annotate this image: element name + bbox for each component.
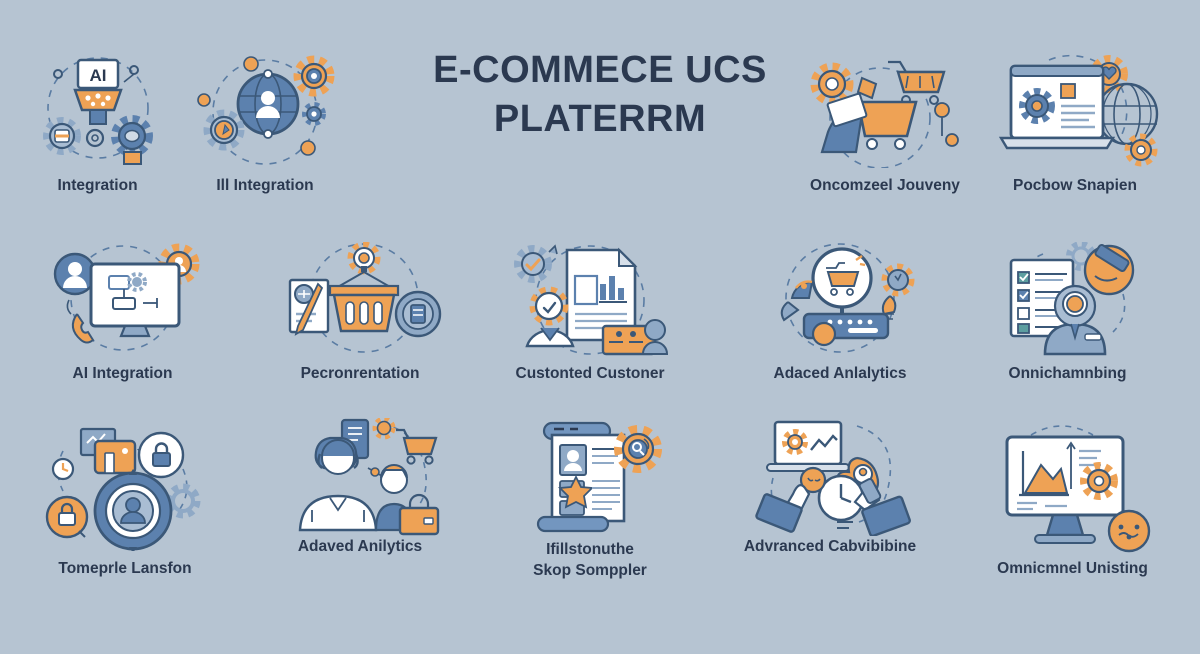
- shopping-cart-customer-icon: [795, 45, 975, 175]
- tile-label: Pecronrentation: [300, 365, 420, 383]
- ai-chip-gears-icon: AI: [25, 45, 170, 175]
- globe-user-gears-icon: [185, 45, 345, 175]
- tile-label-line2: Skop Somppler: [533, 562, 647, 580]
- tile-label: Integration: [57, 177, 138, 195]
- tile-omnicmnel-unisting: Omnicmnel Unisting: [980, 418, 1165, 580]
- tile-label: Tomeprle Lansfon: [58, 560, 192, 578]
- monitor-flowchart-phone-icon: [35, 235, 210, 363]
- hands-laptop-clock-icon: [735, 418, 925, 537]
- tile-tomeprle-lansfon: Tomeprle Lansfon: [30, 418, 220, 580]
- magnifier-cart-console-icon: [750, 235, 930, 363]
- tile-label: AI Integration: [72, 365, 173, 383]
- tile-label: Oncomzeel Jouveny: [810, 177, 960, 195]
- page-title-line2: PLATERRM: [493, 97, 707, 140]
- support-agents-cart-icon: [270, 418, 450, 536]
- tile-label: Onnichamnbing: [1008, 365, 1127, 383]
- tile-pocbow-snapien: Pocbow Snapien: [985, 45, 1165, 197]
- tile-label: Ifillstonuthe: [546, 540, 634, 558]
- scroll-profile-gear-icon: [500, 418, 680, 539]
- basket-lightbulb-icon: [270, 235, 450, 363]
- tile-label: Pocbow Snapien: [1012, 177, 1137, 195]
- report-chart-person-icon: [495, 235, 685, 363]
- tile-label: Omnicmnel Unisting: [997, 560, 1148, 578]
- tile-ifillstonuthe: Ifillstonuthe Skop Somppler: [500, 418, 680, 582]
- tile-label: Advranced Cabvibibine: [743, 538, 917, 556]
- tile-label: Ill Integration: [216, 177, 314, 195]
- tile-label: Adaced Anlalytics: [773, 365, 907, 383]
- page-title-line1: E-COMMECE UCS: [433, 49, 767, 91]
- laptop-globe-gears-icon: [985, 45, 1165, 175]
- tile-adaced-anlalytics: Adaced Anlalytics: [750, 235, 930, 385]
- monitor-chart-gear-icon: [980, 418, 1165, 558]
- checklist-person-magnet-icon: [980, 235, 1155, 363]
- tile-ill-integration: Ill Integration: [185, 45, 345, 197]
- tile-oncomzeel-jouveny: Oncomzeel Jouveny: [795, 45, 975, 197]
- target-user-locks-icon: [30, 418, 220, 558]
- page-title: E-COMMECE UCS PLATERRM: [340, 46, 860, 143]
- tile-integration: AI: [25, 45, 170, 197]
- tile-onnichamnbing: Onnichamnbing: [980, 235, 1155, 385]
- tile-ai-integration: AI Integration: [35, 235, 210, 385]
- tile-label: Adaved Anilytics: [297, 538, 423, 556]
- svg-text:AI: AI: [89, 66, 106, 85]
- tile-custonted-custoner: Custonted Custoner: [495, 235, 685, 385]
- tile-adaved-anilytics: Adaved Anilytics: [270, 418, 450, 558]
- tile-advranced-cabvibibine: Advranced Cabvibibine: [735, 418, 925, 558]
- tile-label: Custonted Custoner: [515, 365, 665, 383]
- tile-pecronrentation: Pecronrentation: [270, 235, 450, 385]
